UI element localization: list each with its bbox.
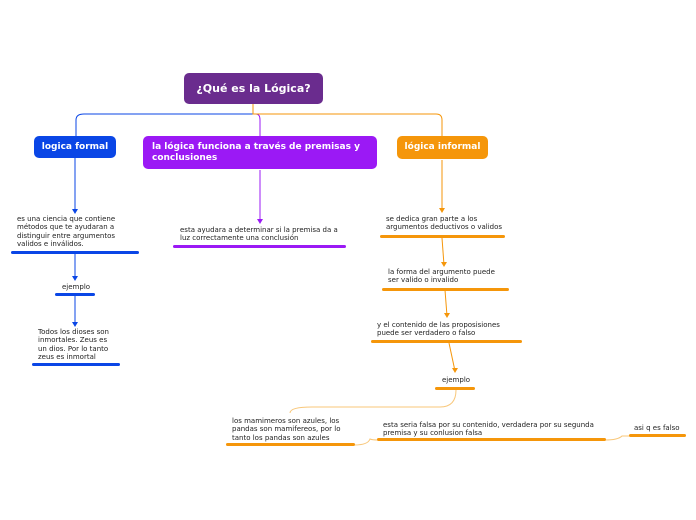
node-premisas-label: la lógica funciona a través de premisas … [152,141,360,163]
node-premisas[interactable]: la lógica funciona a través de premisas … [143,136,377,169]
premisas-detail-underline [173,245,346,248]
informal-example-text-underline [226,443,355,446]
link-root-premisas [252,104,261,136]
formal-definition-text[interactable]: es una ciencia que contiene métodos que … [17,215,116,249]
arrow-step3-example [452,368,458,373]
formal-example-text-underline [32,363,120,366]
informal-note-underline [629,434,686,437]
formal-example-label[interactable]: ejemplo [62,283,91,291]
link-mamimeros-falsity [353,438,379,446]
link-root-formal [75,104,254,136]
link-example-mamimeros [289,389,457,414]
informal-step2-text[interactable]: la forma del argumento puede ser valido … [388,268,495,285]
link-falsity-note [604,435,630,441]
root-label: ¿Qué es la Lógica? [196,82,311,95]
arrow-informal-step1 [439,208,445,213]
informal-step1-underline [380,235,505,238]
formal-example-text[interactable]: Todos los dioses son inmortales. Zeus es… [38,328,109,362]
informal-step1-text[interactable]: se dedica gran parte a los argumentos de… [386,215,503,232]
arrow-example-text [72,322,78,327]
node-logica-informal[interactable]: lógica informal [397,136,488,159]
link-step2-step3 [444,289,448,317]
arrow-step2-step3 [444,313,450,318]
arrow-formal-definition [72,209,78,214]
informal-falsity-text[interactable]: esta seria falsa por su contenido, verda… [383,421,594,438]
arrow-definition-example [72,276,78,281]
informal-example-underline [435,387,475,390]
informal-step3-underline [371,340,522,343]
informal-step3-text[interactable]: y el contenido de las proposisiones pued… [377,321,500,338]
informal-example-text[interactable]: los mamimeros son azules, los pandas son… [232,417,341,442]
informal-falsity-underline [377,438,606,441]
informal-step2-underline [382,288,509,291]
arrow-step1-step2 [441,262,447,267]
arrow-premisas-detail [257,219,263,224]
node-logica-informal-label: lógica informal [404,142,481,152]
informal-example-label[interactable]: ejemplo [442,376,471,384]
node-logica-formal-label: logica formal [41,141,109,152]
formal-example-underline [55,293,95,296]
link-step3-example [448,342,456,372]
premisas-detail-text[interactable]: esta ayudara a determinar si la premisa … [180,226,338,243]
formal-definition-underline [11,251,139,254]
link-step1-step2 [441,237,445,266]
node-logica-formal[interactable]: logica formal [34,136,116,158]
informal-note-text[interactable]: asi q es falso [634,424,680,432]
root-node[interactable]: ¿Qué es la Lógica? [184,73,323,104]
link-root-informal [252,104,443,136]
